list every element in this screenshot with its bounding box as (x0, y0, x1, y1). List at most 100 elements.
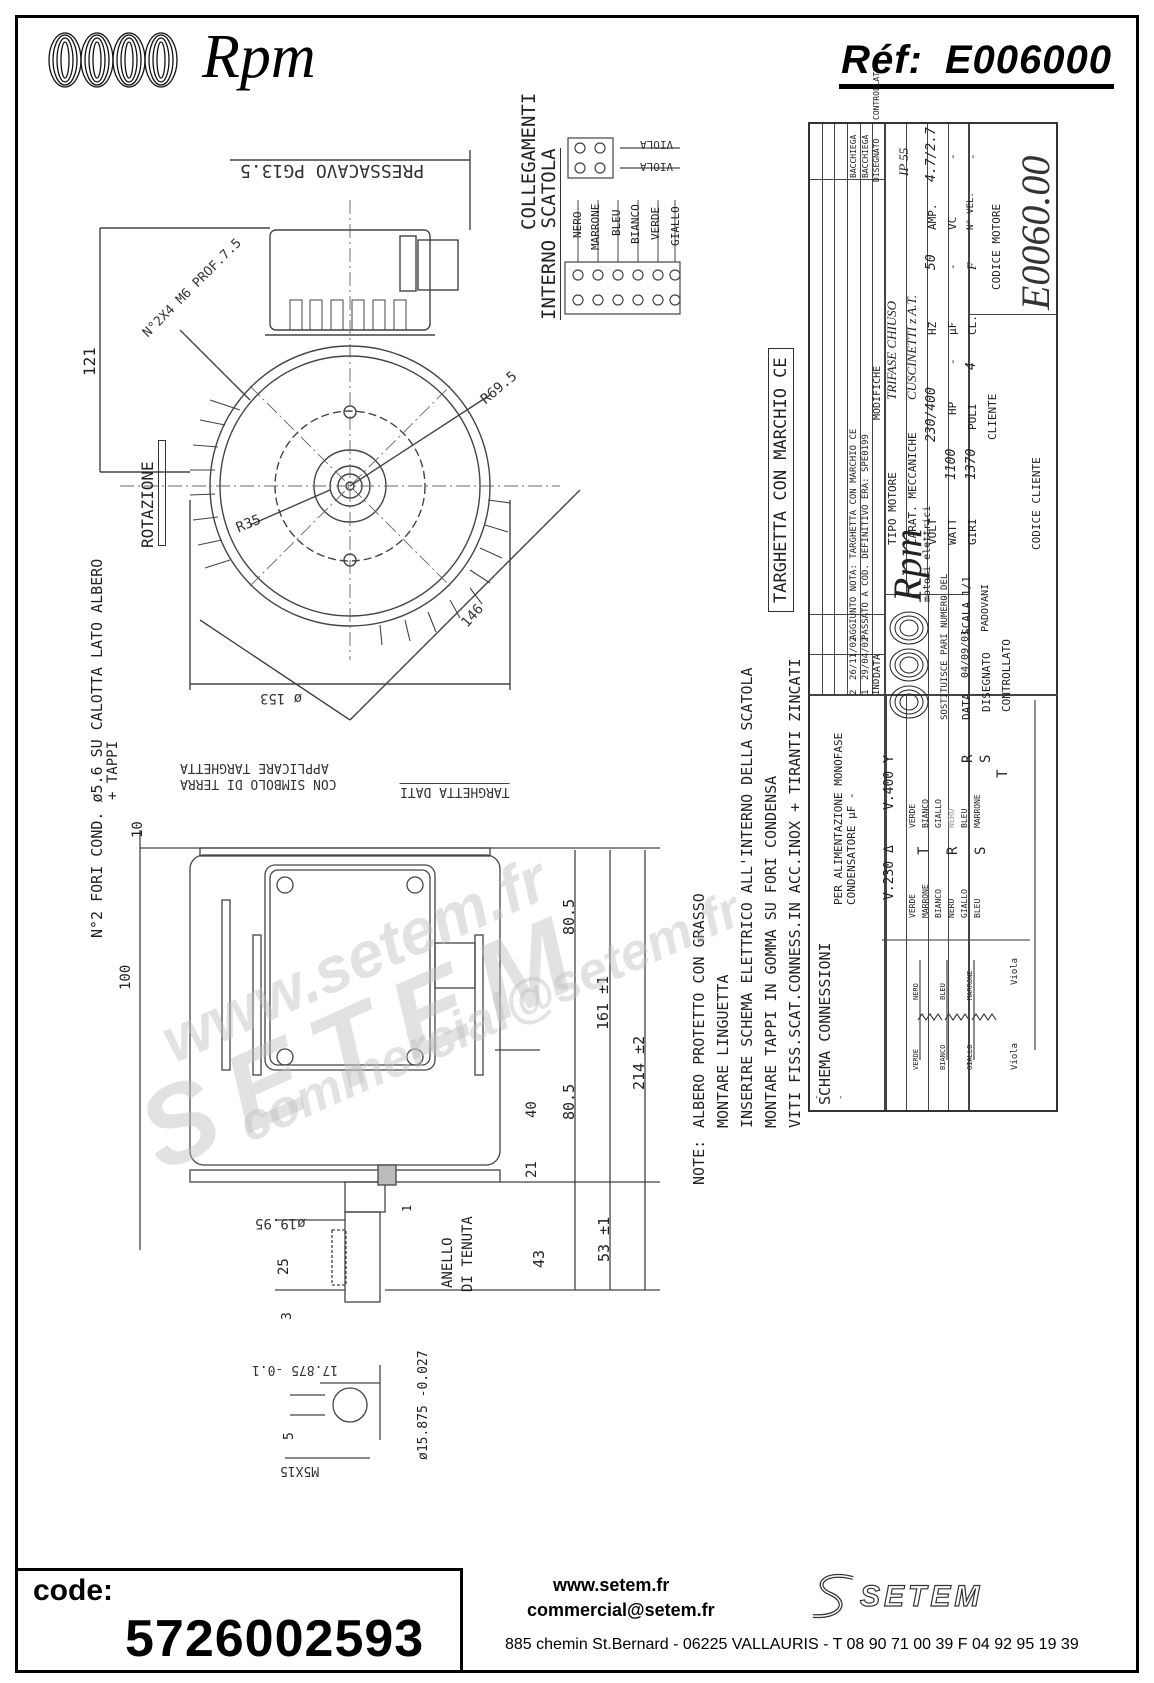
scale-value: 1/1 (960, 576, 973, 596)
code-label: code: (33, 1574, 114, 1607)
winding-bottom-3: GIALLO (966, 1044, 974, 1070)
motor-type-label: TIPO MOTORE (886, 472, 899, 545)
vel-value: - (966, 153, 979, 160)
mech-value: CUSCINETTI z A.T. (904, 295, 919, 400)
footer-address: 885 chemin St.Bernard - 06225 VALLAURIS … (505, 1636, 1079, 1653)
amp-value: 4.7/2.7 (924, 127, 939, 182)
title-block (808, 122, 1058, 1112)
giri-label: GIRI (966, 518, 979, 546)
wire-viola-1: VIOLA (640, 138, 674, 151)
star-phase-s: S (978, 754, 994, 763)
note-4: MONTARE TAPPI IN GOMMA SU FORI CONDENSA (762, 775, 780, 1128)
delta-phase-t: T (916, 846, 932, 855)
replaces-value: - (940, 594, 950, 600)
dim-214: 214 ±2 (630, 1035, 648, 1090)
footer-email-link[interactable]: commercial@setem.fr (527, 1600, 715, 1620)
note-5: VITI FISS.SCAT.CONNESS.IN ACC.INOX + TIR… (786, 658, 804, 1128)
star-label: V.400 Y (882, 755, 897, 810)
rotation-arrow-icon (158, 440, 166, 546)
rev-header-date: DATA (872, 653, 883, 678)
poli-label: POLI (966, 403, 979, 431)
star-wire-3: GIALLO (934, 799, 943, 828)
footer-website-link[interactable]: www.setem.fr (553, 1575, 670, 1595)
delta-phase-r: R (945, 846, 961, 855)
dim-5: 5 (282, 1432, 297, 1440)
dim-3: 3 (280, 1312, 295, 1320)
dim-161: 161 ±1 (594, 975, 612, 1030)
rotation-label: ROTAZIONE (138, 461, 157, 548)
dim-40: 40 (524, 1101, 540, 1118)
checked-label: CONTROLLATO (1000, 639, 1013, 712)
dim-key-height: 17.875 -0.1 (252, 1362, 339, 1377)
delta-wire-1: VERDE (908, 893, 917, 918)
dim-10: 10 (130, 821, 146, 838)
footer-contact: www.setem.fr commercial@setem.fr 885 che… (465, 1570, 1135, 1670)
ref-label: Réf: (841, 38, 923, 82)
uf-label: µF (946, 321, 959, 335)
dim-shaft-15-875: ø15.875 -0.027 (416, 1350, 431, 1460)
motor-code-label: CODICE MOTORE (990, 203, 1003, 290)
wire-marrone: MARRONE (589, 203, 602, 250)
star-wire-2: BIANCO (921, 799, 930, 828)
delta-phase-s: S (973, 846, 989, 855)
terminal-title-2: INTERNO SCATOLA (538, 148, 561, 320)
ce-plate-label: TARGHETTA CON MARCHIO CE (768, 348, 794, 612)
rev-header-checked: CONTROLLATO (872, 67, 881, 120)
vc-label: VC (946, 216, 959, 230)
dim-80-5-a: 80.5 (560, 898, 578, 935)
delta-wire-4: NERO (947, 898, 956, 918)
client-label: CLIENTE (986, 393, 999, 440)
viola-2: Viola (1010, 957, 1020, 985)
note-2: MONTARE LINGUETTA (714, 974, 732, 1128)
dim-thread: M5X15 (280, 1463, 320, 1478)
dim-shaft-dia: ø19.95 (255, 1215, 306, 1231)
rpm-coil-logo-icon (48, 32, 178, 88)
dim-1: 1 (400, 1204, 414, 1212)
motor-code-value: E0060.00 (1013, 155, 1058, 310)
winding-top-3: MARRONE (966, 970, 974, 1000)
cl-label: CL. (966, 315, 979, 335)
viola-1: Viola (1010, 1042, 1020, 1070)
cl-value: F (964, 262, 979, 270)
wire-bianco: BIANCO (629, 204, 642, 244)
wire-viola-2: VIOLA (640, 160, 674, 173)
watt-label: WATT (946, 518, 959, 546)
rev-by-1: BACCHIEGA (861, 134, 870, 178)
drain-holes-note: N°2 FORI COND. ø5.6 SU CALOTTA LATO ALBE… (88, 558, 106, 938)
rev-header-ind: IND (872, 678, 882, 695)
amp-label: AMP. (926, 203, 939, 231)
star-phase-r: R (960, 754, 976, 763)
note-3: INSERIRE SCHEMA ELETTRICO ALL'INTERNO DE… (738, 667, 756, 1128)
terminal-title-1: COLLEGAMENTI (518, 92, 540, 230)
delta-label: V.230 Δ (882, 845, 897, 900)
star-wire-1: VERDE (908, 803, 917, 828)
wire-bleu: BLEU (610, 209, 623, 237)
cable-gland-label: PRESSACAVO PG13.5 (240, 160, 425, 181)
winding-top-2: BLEU (939, 983, 947, 1000)
dim-25: 25 (276, 1258, 292, 1275)
dim-80-5-b: 80.5 (560, 1083, 578, 1120)
mech-label: CARAT. MECCANICHE (906, 432, 919, 545)
rev-date-2: 26/11/02 (849, 636, 859, 680)
dim-121: 121 (80, 347, 99, 376)
dim-21: 21 (524, 1161, 540, 1178)
rev-desc-1: PASSATO A COD. DEFINITIVO ERA: SPE0199 (861, 434, 871, 640)
client-code-label: CODICE CLIENTE (1030, 457, 1043, 550)
star-wire-4: NERO (947, 808, 956, 828)
volt-value: 230/400 (924, 387, 939, 442)
footer-brand: SETEM (859, 1579, 984, 1613)
vc-value: - (946, 153, 959, 160)
earth-label-1: APPLICARE TARGHETTA (180, 760, 329, 775)
winding-bottom-2: BIANCO (939, 1044, 947, 1070)
wire-nero: NERO (571, 211, 584, 239)
rev-by-2: BACCHIEGA (849, 134, 858, 178)
rev-ind-1: 1 (861, 689, 871, 695)
data-plate-label: TARGHETTA DATI (400, 783, 510, 799)
schema-title: SCHEMA CONNESSIONI (816, 942, 834, 1105)
watt-value: 1100 (944, 448, 959, 480)
drain-holes-note-2: + TAPPI (105, 740, 121, 800)
winding-bottom-1: VERDE (912, 1048, 920, 1070)
reference-number: Réf:E006000 (839, 38, 1114, 89)
rev-ind-2: 2 (849, 689, 859, 695)
